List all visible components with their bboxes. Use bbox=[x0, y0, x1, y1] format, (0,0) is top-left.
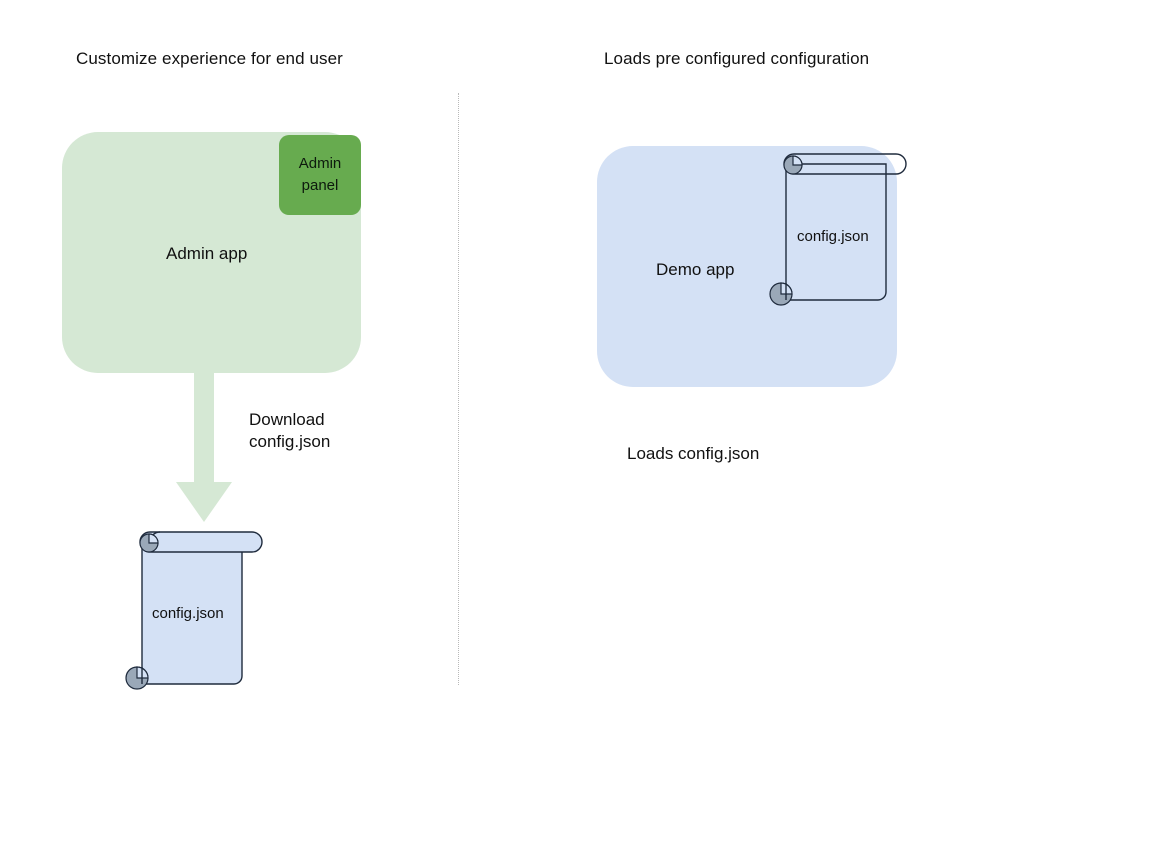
config-json-document-right[interactable] bbox=[769, 152, 910, 307]
admin-panel-badge[interactable]: Admin panel bbox=[279, 135, 361, 215]
heading-right: Loads pre configured configuration bbox=[604, 49, 870, 68]
demo-app-label: Demo app bbox=[656, 260, 735, 279]
admin-panel-badge-line2: panel bbox=[301, 177, 339, 194]
column-divider bbox=[458, 93, 459, 685]
download-arrow-label-line2: config.json bbox=[249, 432, 331, 451]
download-arrow-label-line1: Download bbox=[249, 410, 325, 429]
download-arrow-label: Download config.json bbox=[249, 409, 330, 453]
config-json-document-right-label: config.json bbox=[797, 228, 869, 245]
download-arrow-icon bbox=[176, 370, 232, 528]
admin-panel-badge-line1: Admin bbox=[298, 155, 342, 172]
config-json-document-left-label: config.json bbox=[152, 605, 224, 622]
admin-app-label: Admin app bbox=[166, 244, 248, 263]
heading-left: Customize experience for end user bbox=[76, 49, 343, 68]
demo-app-container bbox=[597, 146, 897, 387]
loads-config-caption: Loads config.json bbox=[627, 444, 760, 463]
config-json-document-left[interactable] bbox=[124, 530, 264, 690]
